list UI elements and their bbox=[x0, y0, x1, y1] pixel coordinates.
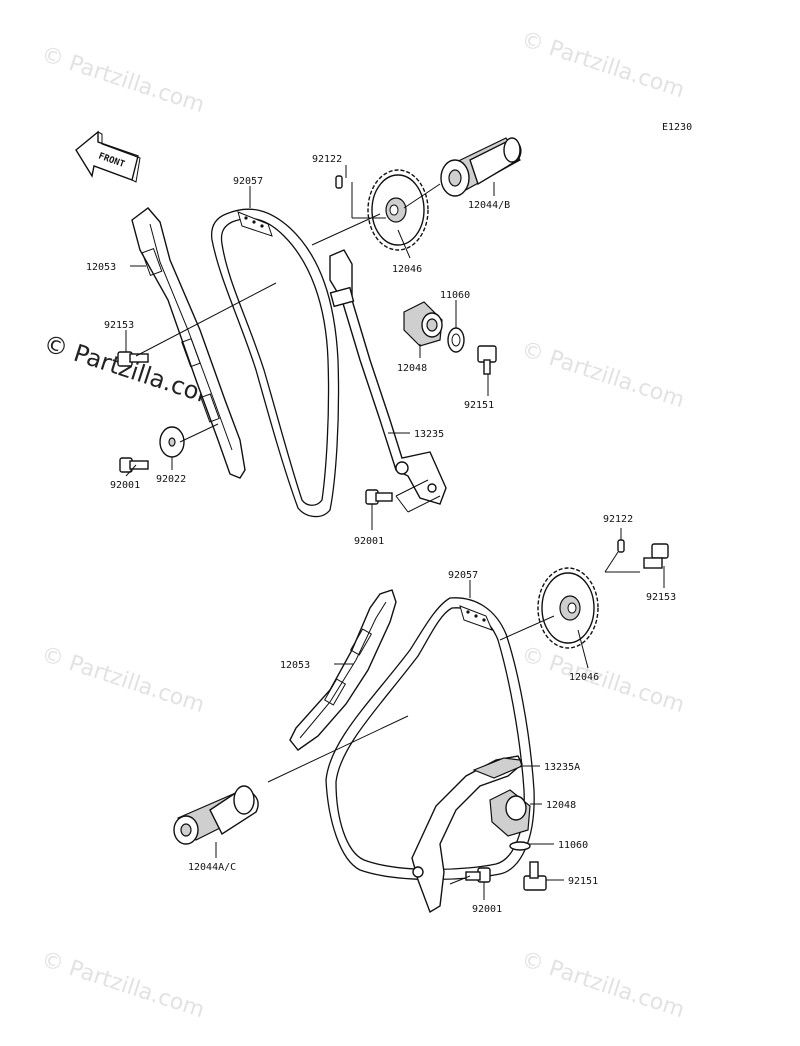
leader-lines-top bbox=[125, 165, 495, 530]
part-label-12046: 12046 bbox=[569, 672, 599, 683]
bolt-92153-bottom bbox=[643, 543, 669, 569]
diagram-code: E1230 bbox=[662, 122, 692, 133]
part-label-12046: 12046 bbox=[392, 264, 422, 275]
cam-sprocket-12046-top bbox=[367, 169, 429, 251]
part-label-92001: 92001 bbox=[110, 480, 140, 491]
dowel-pin-92122-bottom bbox=[617, 539, 625, 553]
camshaft-12044AC bbox=[173, 785, 259, 845]
watermark-text: © Partzilla.com bbox=[38, 642, 207, 718]
part-label-12048: 12048 bbox=[397, 363, 427, 374]
gasket-11060-bottom bbox=[509, 841, 531, 851]
part-label-92001: 92001 bbox=[354, 536, 384, 547]
part-label-12048: 12048 bbox=[546, 800, 576, 811]
leader-lines-bottom bbox=[215, 528, 665, 900]
part-label-92022: 92022 bbox=[156, 474, 186, 485]
bolt-92001-bottom bbox=[465, 867, 491, 883]
part-label-12044B: 12044/B bbox=[468, 200, 510, 211]
chain-tensioner-12048-top bbox=[403, 301, 443, 347]
gasket-hole bbox=[451, 333, 461, 347]
watermark-layer: © Partzilla.com © Partzilla.com © Partzi… bbox=[38, 27, 687, 1023]
part-label-92151: 92151 bbox=[568, 876, 598, 887]
bolt-92001-mid bbox=[365, 489, 393, 505]
bolt-92153-top bbox=[117, 351, 149, 367]
part-label-92153: 92153 bbox=[646, 592, 676, 603]
bolt-92151-top bbox=[477, 345, 497, 375]
part-label-11060: 11060 bbox=[558, 840, 588, 851]
part-label-12053: 12053 bbox=[280, 660, 310, 671]
watermark-text: © Partzilla.com bbox=[518, 337, 687, 413]
watermark-text: © Partzilla.com bbox=[38, 947, 207, 1023]
part-label-13235A: 13235A bbox=[544, 762, 580, 773]
bolt-92001-left bbox=[119, 457, 149, 473]
watermark-text: © Partzilla.com bbox=[518, 642, 687, 718]
bolt-92151-bottom bbox=[523, 861, 547, 891]
watermark-text: © Partzilla.com bbox=[518, 947, 687, 1023]
dowel-pin-92122-top bbox=[335, 175, 343, 189]
cam-sprocket-12046-bottom bbox=[537, 567, 599, 649]
part-label-12044AC: 12044A/C bbox=[188, 862, 236, 873]
part-label-11060: 11060 bbox=[440, 290, 470, 301]
chain-tensioner-12048-bottom bbox=[489, 789, 531, 837]
cam-chain-92057-top bbox=[210, 208, 340, 518]
part-label-92153: 92153 bbox=[104, 320, 134, 331]
chain-tensioner-guide-13235A bbox=[411, 755, 523, 914]
part-label-92151: 92151 bbox=[464, 400, 494, 411]
part-label-13235: 13235 bbox=[414, 429, 444, 440]
part-label-92122: 92122 bbox=[312, 154, 342, 165]
part-label-92001: 92001 bbox=[472, 904, 502, 915]
part-label-92122: 92122 bbox=[603, 514, 633, 525]
camshaft-12044B bbox=[440, 137, 522, 197]
part-label-92057: 92057 bbox=[233, 176, 263, 187]
chain-guide-12053-bottom bbox=[289, 589, 397, 751]
part-label-92057: 92057 bbox=[448, 570, 478, 581]
watermark-text: © Partzilla.com bbox=[518, 27, 687, 103]
chain-guide-12053-top bbox=[131, 207, 246, 479]
chain-tensioner-guide-13235 bbox=[329, 249, 447, 505]
part-number-labels: 92122 92057 12044/B 12046 12053 11060 92… bbox=[86, 154, 676, 915]
watermark-text: © Partzilla.com bbox=[38, 42, 207, 118]
front-direction-arrow: FRONT bbox=[75, 130, 141, 183]
part-label-12053: 12053 bbox=[86, 262, 116, 273]
